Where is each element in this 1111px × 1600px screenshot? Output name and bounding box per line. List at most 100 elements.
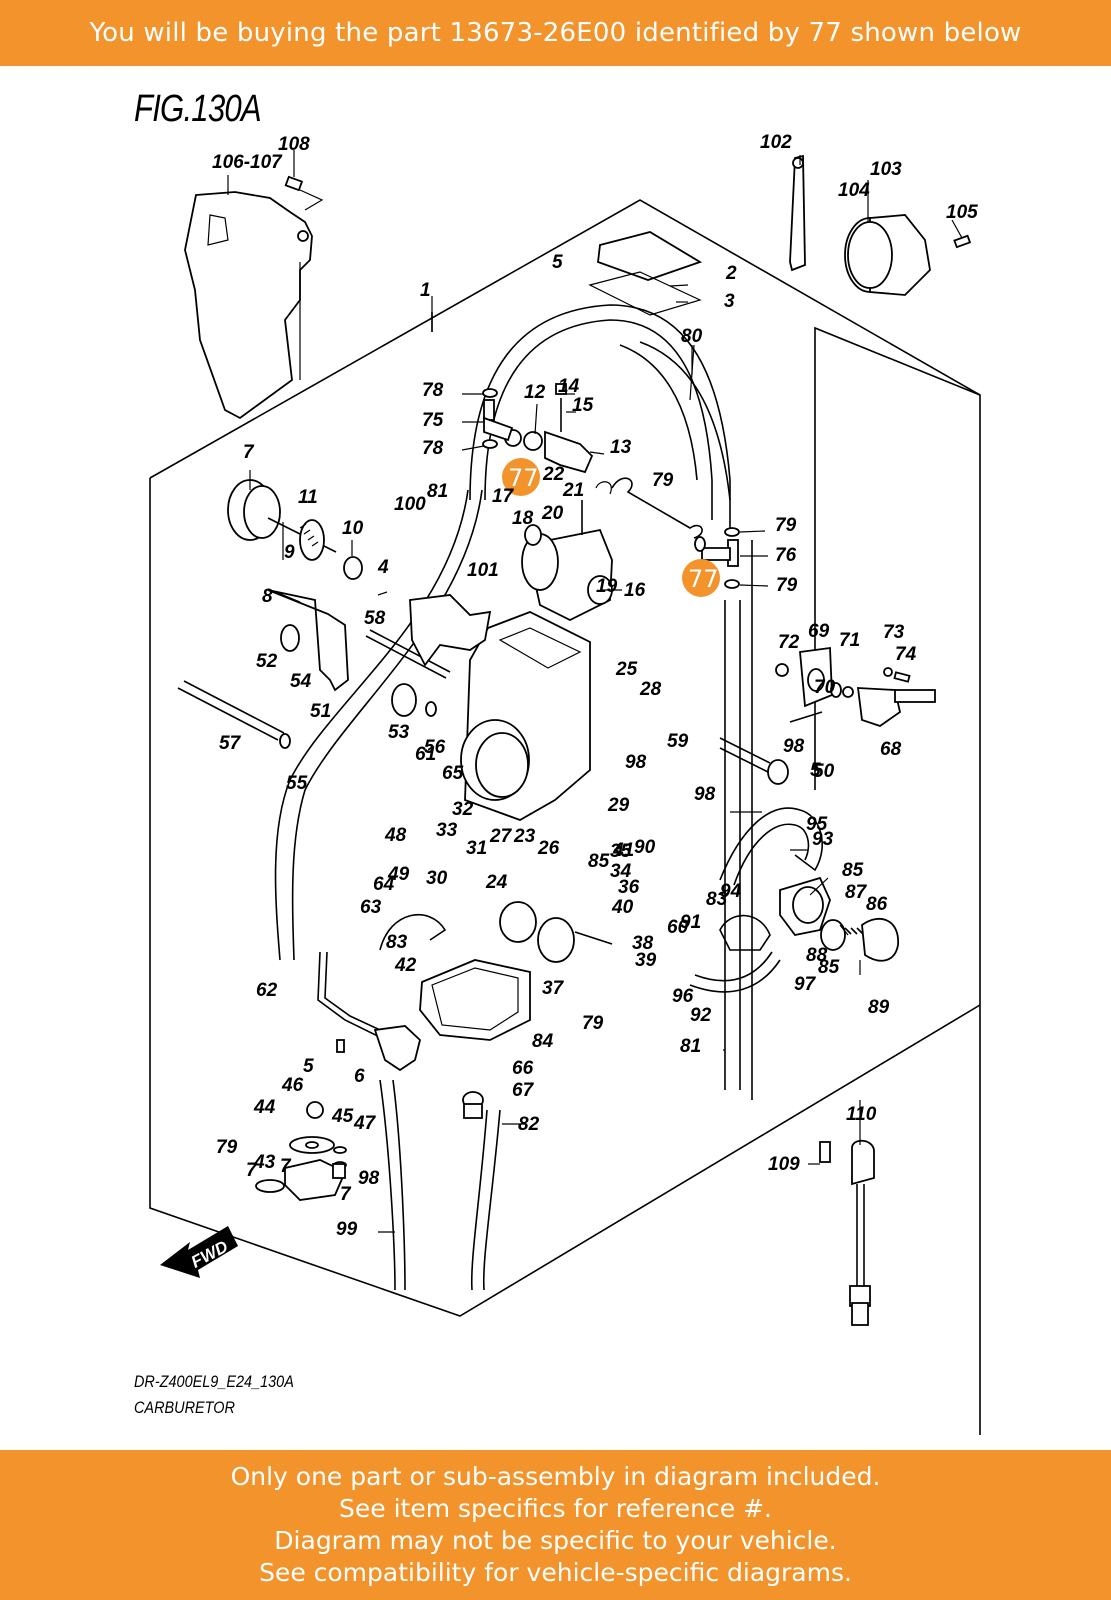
- callout-label: 7: [280, 1156, 292, 1177]
- callout-label: 85: [588, 851, 610, 872]
- disclaimer-banner: Only one part or sub-assembly in diagram…: [0, 1450, 1111, 1600]
- callout-label: 12: [524, 382, 546, 403]
- callout-label: 50: [813, 761, 835, 782]
- callout-label: 14: [558, 376, 580, 397]
- callout-label: 4: [377, 557, 389, 578]
- callout-label: 1: [420, 280, 431, 301]
- callout-label: 70: [814, 677, 836, 698]
- callout-label: 78: [422, 380, 444, 401]
- callout-label: 93: [812, 829, 834, 850]
- callout-label: 40: [611, 897, 634, 918]
- callout-label: 98: [694, 784, 716, 805]
- accelerator-pump-part: [779, 876, 899, 962]
- callout-label: 86: [866, 894, 888, 915]
- callout-label: 85: [818, 957, 840, 978]
- cable-adjuster-part: [719, 737, 789, 785]
- callout-label: 79: [775, 515, 797, 536]
- callout-label: 22: [542, 464, 565, 485]
- callout-label: 19: [596, 576, 618, 597]
- starter-plunger-part: [482, 383, 740, 589]
- callout-label: 71: [839, 630, 860, 651]
- callout-label: 63: [360, 897, 382, 918]
- callout-label: 73: [883, 622, 905, 643]
- carburetor-body-part: [409, 594, 591, 821]
- callout-label: 62: [256, 980, 278, 1001]
- carb-heater-part: [819, 1139, 875, 1326]
- highlight-marker-77-right[interactable]: 77: [682, 559, 720, 597]
- callout-label: 60: [667, 917, 689, 938]
- callout-label: 83: [706, 889, 728, 910]
- callout-label: 81: [427, 481, 448, 502]
- callout-label: 7: [246, 1160, 258, 1181]
- model-code: DR-Z400EL9_E24_130A: [134, 1372, 294, 1391]
- callout-label: 3: [724, 291, 735, 312]
- callout-label: 109: [768, 1154, 800, 1175]
- purchase-banner-text: You will be buying the part 13673-26E00 …: [89, 18, 1022, 48]
- vent-hoses: [274, 304, 753, 1100]
- callout-label: 2: [725, 263, 737, 284]
- callout-label: 46: [281, 1075, 304, 1096]
- leader-lines: [227, 155, 963, 1233]
- callout-label: 51: [310, 701, 331, 722]
- callout-label: 83: [386, 932, 408, 953]
- parts-diagram: FWD: [149, 132, 981, 1435]
- callout-label: 47: [353, 1113, 377, 1134]
- callout-label: 20: [541, 503, 564, 524]
- callout-label: 80: [681, 326, 703, 347]
- callout-label: 100: [394, 494, 426, 515]
- callout-label: 16: [624, 580, 646, 601]
- callout-label: 5: [552, 252, 563, 273]
- callout-label: 25: [615, 659, 638, 680]
- throttle-bracket-part: [267, 589, 349, 692]
- top-cover-part: [588, 231, 703, 316]
- forward-arrow-icon: FWD: [160, 1226, 238, 1278]
- coolant-hoses: [689, 807, 823, 993]
- assembly-outline: [149, 199, 981, 1435]
- callout-label: 36: [618, 877, 640, 898]
- callout-label: 56: [424, 737, 446, 758]
- callout-label: 79: [652, 470, 674, 491]
- callout-label: 35: [610, 841, 632, 862]
- callout-label: 69: [808, 621, 830, 642]
- callout-label: 72: [778, 632, 800, 653]
- callout-label: 110: [846, 1104, 877, 1125]
- callout-label: 81: [680, 1036, 701, 1057]
- callout-label: 108: [278, 134, 310, 155]
- diaphragm-assembly-part: [255, 1101, 347, 1201]
- callout-label: 64: [373, 874, 395, 895]
- callout-label: 66: [512, 1058, 534, 1079]
- callout-label: 96: [672, 986, 694, 1007]
- callout-label: 48: [384, 825, 407, 846]
- throttle-pulley-part: [227, 479, 363, 580]
- callout-label: 6: [354, 1066, 365, 1087]
- callout-label: 57: [219, 733, 242, 754]
- callout-label: 90: [634, 837, 656, 858]
- callout-label: 7: [243, 442, 255, 463]
- callout-label: 74: [895, 644, 917, 665]
- callout-label: 101: [467, 560, 499, 581]
- callout-label: 67: [512, 1080, 535, 1101]
- throttle-plate-part: [521, 500, 613, 622]
- disclaimer-line: See compatibility for vehicle-specific d…: [259, 1558, 852, 1587]
- callout-label: 98: [625, 752, 647, 773]
- callout-label: 103: [870, 159, 902, 180]
- highlight-marker-77-left[interactable]: 77: [502, 458, 540, 496]
- float-bowl-part: [419, 959, 531, 1119]
- callout-label: 38: [632, 933, 654, 954]
- callout-label: 26: [537, 838, 560, 859]
- callout-label: 28: [639, 679, 662, 700]
- intake-adapter-part: [789, 154, 972, 296]
- callout-label: 17: [492, 486, 515, 507]
- callout-label: 30: [426, 868, 448, 889]
- disclaimer-line: Only one part or sub-assembly in diagram…: [230, 1462, 881, 1491]
- callout-label: 34: [610, 861, 632, 882]
- bolt-112-part: [284, 150, 324, 211]
- callout-label: 11: [298, 487, 318, 508]
- callout-label: 55: [286, 773, 308, 794]
- long-bolts: [177, 629, 451, 749]
- highlight-label: 77: [688, 565, 719, 593]
- callout-label: 8: [262, 586, 273, 607]
- callout-label: 92: [690, 1005, 712, 1026]
- callout-label: 102: [760, 132, 792, 153]
